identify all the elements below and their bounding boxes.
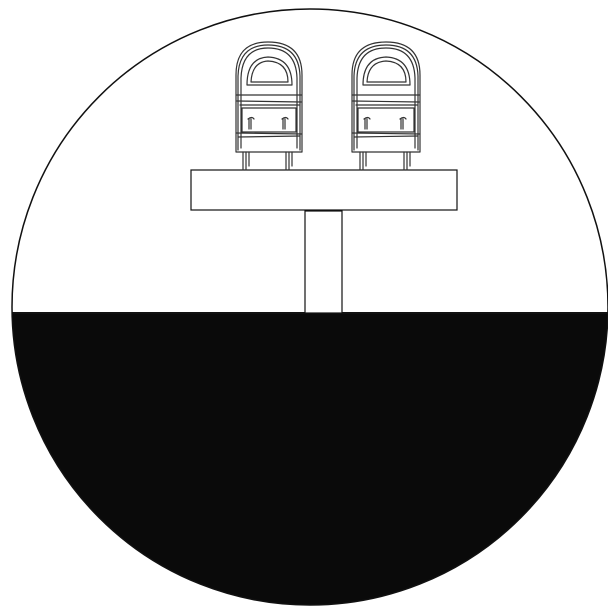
- post-pole: [305, 211, 342, 313]
- post-crossbar: [191, 170, 457, 210]
- ground-black-half: [0, 313, 608, 606]
